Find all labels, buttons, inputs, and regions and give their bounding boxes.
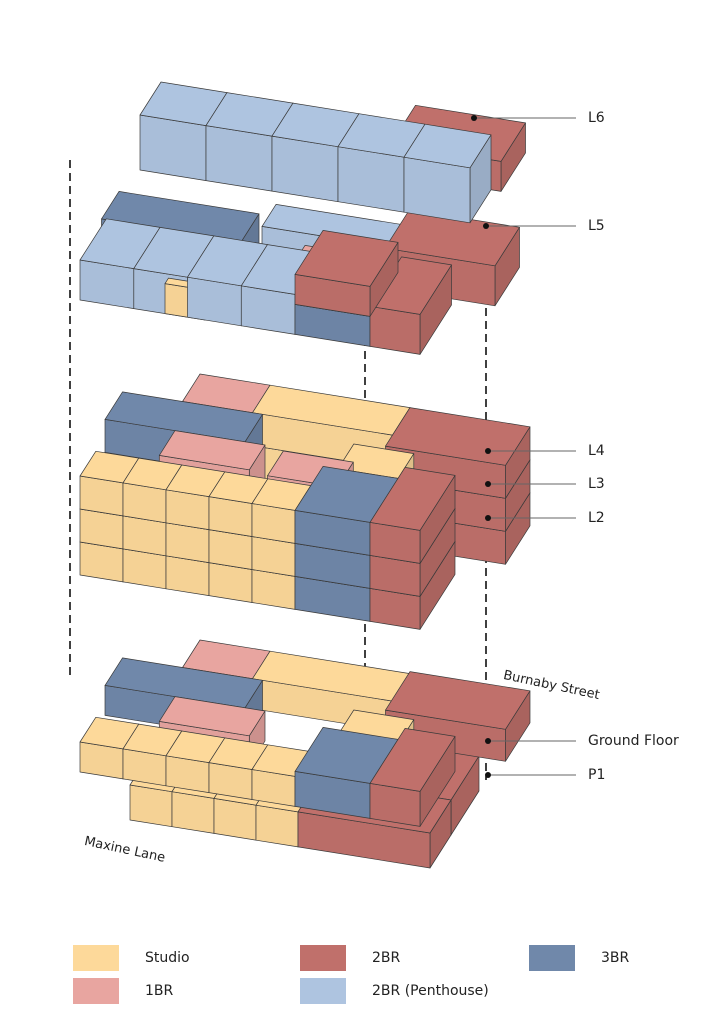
legend-studio: Studio (73, 945, 190, 971)
legend-swatch-2br (300, 945, 346, 971)
leader-dot (485, 772, 491, 778)
unit-front-face (403, 156, 471, 224)
unit-top-face (369, 728, 456, 792)
unit-front-face (337, 146, 405, 213)
legend-2br-penthouse: 2BR (Penthouse) (300, 978, 489, 1004)
leader-dot (483, 223, 489, 229)
unit-2br (369, 728, 456, 827)
level-4 (139, 81, 526, 224)
level-label-l2: L2 (588, 510, 605, 526)
level-label-ground-floor: Ground Floor (588, 733, 679, 749)
legend-label: 2BR (Penthouse) (372, 983, 489, 999)
legend-swatch-penthouse (300, 978, 346, 1004)
legend-swatch-1br (73, 978, 119, 1004)
legend-label: Studio (145, 950, 190, 966)
unit-top-face (403, 123, 492, 169)
legend-label: 1BR (145, 983, 174, 999)
leader-dot (485, 738, 491, 744)
unit-front-face (271, 135, 339, 203)
leader-dot (485, 448, 491, 454)
unit-top-face (369, 467, 456, 531)
legend-1br: 1BR (73, 978, 173, 1004)
unit-2br (369, 256, 452, 355)
unit-penthouse (187, 235, 268, 327)
level-label-l5: L5 (588, 218, 605, 234)
unit-penthouse (403, 123, 492, 224)
legend-label: 3BR (601, 950, 630, 966)
unit-front-face (171, 791, 215, 834)
unit-2br (369, 467, 456, 564)
unit-front-face (369, 306, 421, 355)
legend-swatch-3br (529, 945, 575, 971)
leader-dot (471, 115, 477, 121)
legend-2br: 2BR (300, 945, 400, 971)
unit-front-face (129, 784, 173, 828)
unit-studio (122, 723, 183, 787)
legend-swatch-studio (73, 945, 119, 971)
unit-front-face (213, 798, 257, 841)
unit-top-face (294, 230, 399, 287)
level-leader-lines (471, 115, 576, 778)
unit-front-face (139, 114, 207, 181)
level-3 (79, 191, 520, 355)
legend-label: 2BR (372, 950, 401, 966)
unit-blocks (79, 81, 531, 869)
level-1 (79, 639, 531, 827)
leader-dot (485, 481, 491, 487)
level-label-p1: P1 (588, 767, 606, 783)
unit-top-face (385, 671, 531, 730)
unit-front-face (205, 125, 273, 192)
unit-2br (294, 230, 399, 317)
level-label-l6: L6 (588, 110, 605, 126)
unit-top-face (158, 696, 266, 737)
leader-dot (485, 515, 491, 521)
level-label-l4: L4 (588, 443, 605, 459)
unit-top-face (158, 430, 266, 471)
level-2 (79, 373, 531, 630)
legend-3br: 3BR (529, 945, 629, 971)
level-label-l3: L3 (588, 476, 605, 492)
unit-front-face (255, 804, 299, 848)
